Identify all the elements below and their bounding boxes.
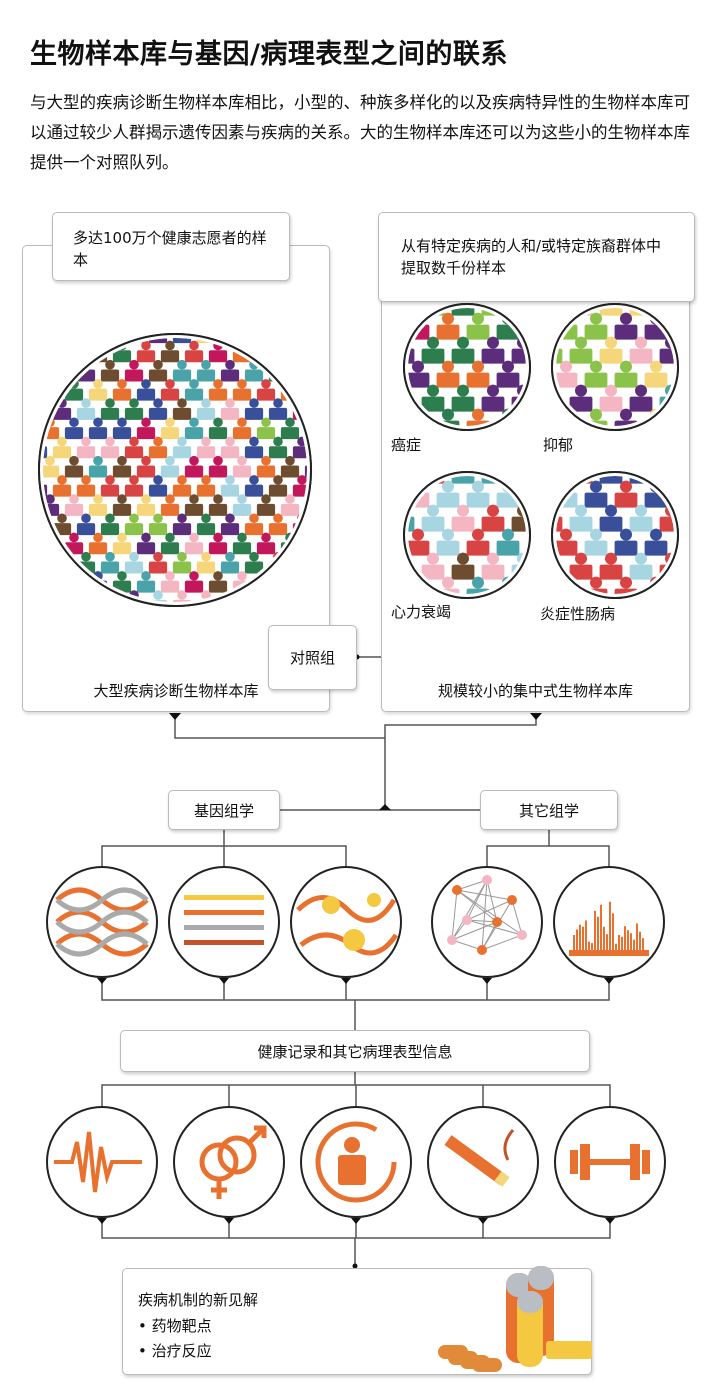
outcome-box: 疾病机制的新见解 • 药物靶点 • 治疗反应: [122, 1266, 592, 1375]
genomics-box: 基因组学: [168, 790, 280, 830]
small-biobank-header: 从有特定疾病的人和/或特定族裔群体中提取数千份样本: [378, 212, 695, 302]
page-title: 生物样本库与基因/病理表型之间的联系: [30, 39, 508, 70]
small-biobank-label: 规模较小的集中式生物样本库: [437, 682, 633, 700]
heart-failure-circle: [403, 471, 531, 599]
phenotype-icons-row: [46, 1106, 666, 1224]
gene-sequence-icon: [168, 866, 280, 978]
crowd-circle: [38, 333, 312, 607]
mass-spectrum-icon: [553, 866, 665, 978]
heartbeat-icon: [46, 1106, 158, 1218]
cancer-circle: [403, 303, 531, 431]
intro-text: 与大型的疾病诊断生物样本库相比，小型的、种族多样化的以及疾病特异性的生物样本库可…: [30, 93, 690, 172]
health-records-box: 健康记录和其它病理表型信息: [120, 1030, 590, 1072]
disease-label: 心力衰竭: [391, 603, 452, 621]
outcome-title: 疾病机制的新见解: [138, 1291, 259, 1309]
disease-label: 癌症: [391, 436, 422, 454]
ibd-circle: [551, 471, 679, 599]
chromatin-icon: [290, 866, 402, 978]
depression-circle: [551, 303, 679, 431]
gender-icon: [173, 1106, 285, 1218]
smoking-icon: [427, 1106, 539, 1218]
disease-label: 抑郁: [543, 436, 574, 454]
omics-icons-row: [46, 866, 665, 984]
aging-icon: [300, 1106, 412, 1218]
network-icon: [431, 866, 543, 978]
other-omics-box: 其它组学: [480, 790, 618, 830]
large-biobank-label: 大型疾病诊断生物样本库: [93, 682, 259, 700]
large-biobank-header: 多达100万个健康志愿者的样本: [52, 212, 290, 281]
bullet-treatment-response: • 治疗反应: [138, 1342, 212, 1360]
bullet-drug-targets: • 药物靶点: [138, 1317, 212, 1335]
bullet-text: 治疗反应: [151, 1342, 212, 1360]
dna-icon: [46, 866, 158, 978]
disease-label: 炎症性肠病: [540, 605, 616, 623]
drugs-illustration: [438, 1266, 592, 1372]
bullet-text: 药物靶点: [151, 1317, 212, 1335]
control-group-box: 对照组: [268, 625, 357, 690]
dumbbell-icon: [554, 1106, 666, 1218]
